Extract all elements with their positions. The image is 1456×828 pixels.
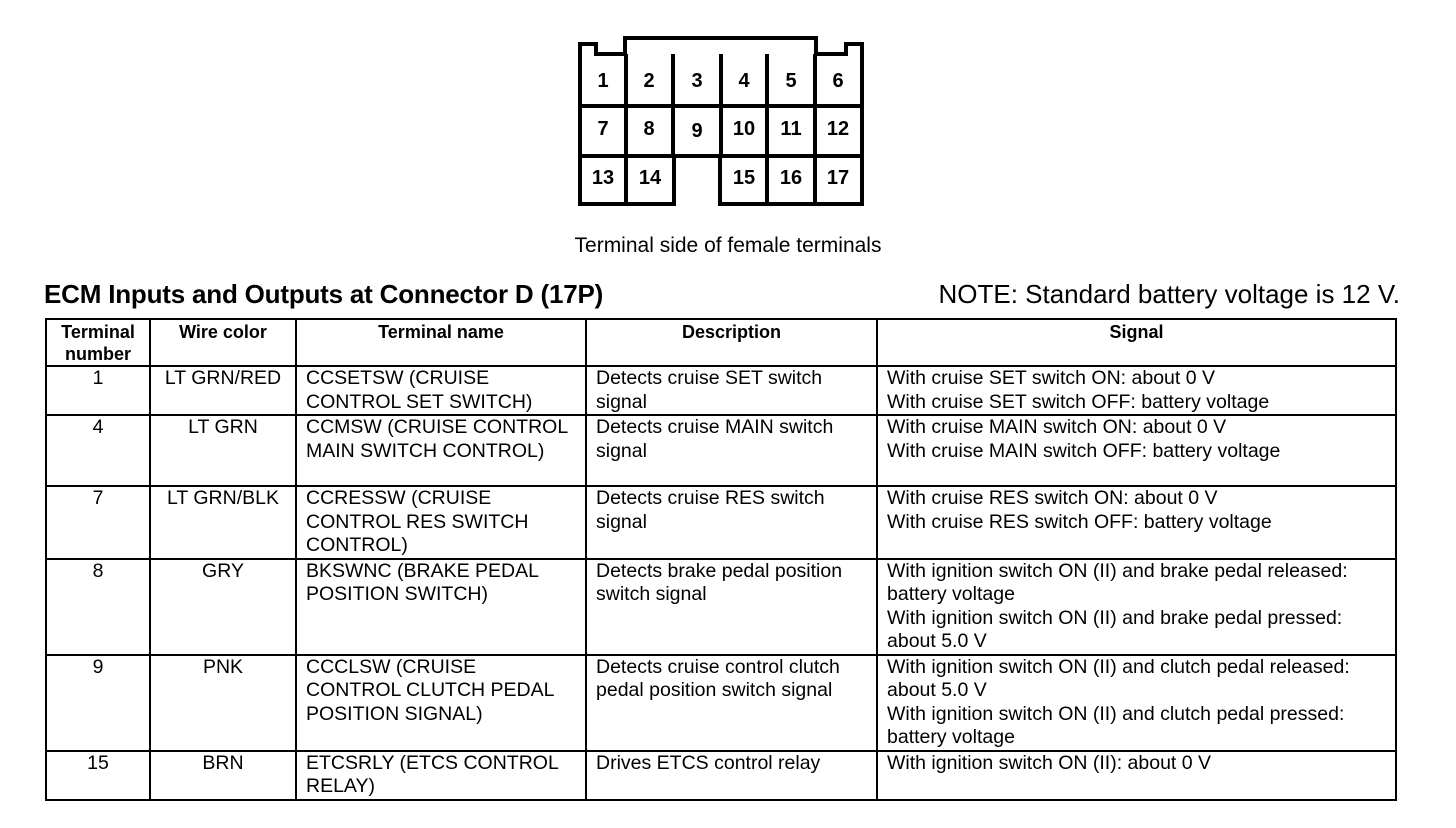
signal-line: With cruise SET switch ON: about 0 V (887, 367, 1216, 389)
signal-line: With ignition switch ON (II) and clutch … (887, 655, 1350, 702)
cell-terminal: 9 (45, 653, 151, 752)
cell-signal: With cruise MAIN switch ON: about 0 V Wi… (876, 414, 1397, 487)
signal-line: With cruise RES switch OFF: battery volt… (887, 510, 1272, 533)
pin-4: 4 (738, 69, 750, 92)
cell-description: Detects cruise control clutch pedal posi… (585, 653, 878, 752)
connector-caption: Terminal side of female terminals (574, 234, 882, 257)
table-header-row: Terminal number Wire color Terminal name… (45, 318, 1397, 367)
table-row: 4 LT GRN CCMSW (CRUISE CONTROL MAIN SWIT… (45, 414, 1397, 487)
pin-6: 6 (832, 69, 844, 92)
cell-description: Detects brake pedal position switch sign… (585, 557, 878, 656)
pin-9: 9 (691, 119, 703, 142)
pin-14: 14 (638, 166, 662, 189)
pin-10: 10 (732, 117, 756, 140)
cell-description: Detects cruise RES switch signal (585, 485, 878, 560)
cell-terminal-name: CCRESSW (CRUISE CONTROL RES SWITCH CONTR… (295, 485, 587, 560)
header-wire-color: Wire color (149, 318, 297, 367)
connector-diagram: 1 2 3 4 5 6 7 8 9 10 11 12 13 14 15 16 1… (578, 36, 868, 208)
cell-signal: With ignition switch ON (II) and clutch … (876, 653, 1397, 752)
pin-12: 12 (826, 117, 850, 140)
signal-line: With cruise MAIN switch OFF: battery vol… (887, 439, 1281, 462)
signal-line: With cruise MAIN switch ON: about 0 V (887, 416, 1227, 438)
cell-signal: With ignition switch ON (II) and brake p… (876, 557, 1397, 656)
pin-1: 1 (597, 69, 609, 92)
cell-wire-color: BRN (149, 749, 297, 801)
header-description: Description (585, 318, 878, 367)
page-title: ECM Inputs and Outputs at Connector D (1… (44, 279, 604, 309)
signal-line: With ignition switch ON (II) and clutch … (887, 702, 1345, 749)
pin-17: 17 (826, 166, 850, 189)
cell-terminal: 15 (45, 749, 151, 801)
table-row: 8 GRY BKSWNC (BRAKE PEDAL POSITION SWITC… (45, 557, 1397, 656)
table-row: 9 PNK CCCLSW (CRUISE CONTROL CLUTCH PEDA… (45, 653, 1397, 752)
pin-7: 7 (597, 117, 609, 140)
cell-terminal: 8 (45, 557, 151, 656)
cell-description: Detects cruise SET switch signal (585, 365, 878, 416)
signal-line: With cruise RES switch ON: about 0 V (887, 487, 1218, 509)
cell-signal: With cruise RES switch ON: about 0 V Wit… (876, 485, 1397, 560)
cell-terminal-name: ETCSRLY (ETCS CONTROL RELAY) (295, 749, 587, 801)
pin-3: 3 (691, 69, 703, 92)
cell-wire-color: LT GRN/BLK (149, 485, 297, 560)
cell-terminal-name: BKSWNC (BRAKE PEDAL POSITION SWITCH) (295, 557, 587, 656)
ecm-io-table: Terminal number Wire color Terminal name… (45, 318, 1397, 801)
pin-16: 16 (779, 166, 803, 189)
table-row: 1 LT GRN/RED CCSETSW (CRUISE CONTROL SET… (45, 365, 1397, 416)
cell-terminal: 4 (45, 414, 151, 487)
signal-line: With cruise SET switch OFF: battery volt… (887, 390, 1270, 413)
header-terminal-number: Terminal number (45, 318, 151, 367)
table-row: 15 BRN ETCSRLY (ETCS CONTROL RELAY) Driv… (45, 749, 1397, 801)
pin-13: 13 (591, 166, 615, 189)
signal-line: With ignition switch ON (II): about 0 V (887, 751, 1212, 774)
pin-5: 5 (785, 69, 797, 92)
pin-15: 15 (732, 166, 756, 189)
cell-terminal: 1 (45, 365, 151, 416)
cell-wire-color: GRY (149, 557, 297, 656)
cell-terminal-name: CCMSW (CRUISE CONTROL MAIN SWITCH CONTRO… (295, 414, 587, 487)
cell-signal: With cruise SET switch ON: about 0 V Wit… (876, 365, 1397, 416)
cell-signal: With ignition switch ON (II): about 0 V (876, 749, 1397, 801)
pin-2: 2 (643, 69, 655, 92)
signal-line: With ignition switch ON (II) and brake p… (887, 559, 1348, 606)
cell-wire-color: PNK (149, 653, 297, 752)
cell-terminal: 7 (45, 485, 151, 560)
cell-description: Drives ETCS control relay (585, 749, 878, 801)
cell-wire-color: LT GRN/RED (149, 365, 297, 416)
voltage-note: NOTE: Standard battery voltage is 12 V. (938, 279, 1400, 309)
connector-outline (578, 36, 864, 206)
signal-line: With ignition switch ON (II) and brake p… (887, 606, 1343, 653)
header-terminal-name: Terminal name (295, 318, 587, 367)
cell-terminal-name: CCCLSW (CRUISE CONTROL CLUTCH PEDAL POSI… (295, 653, 587, 752)
table-row: 7 LT GRN/BLK CCRESSW (CRUISE CONTROL RES… (45, 485, 1397, 560)
pin-8: 8 (643, 117, 655, 140)
cell-description: Detects cruise MAIN switch signal (585, 414, 878, 487)
cell-terminal-name: CCSETSW (CRUISE CONTROL SET SWITCH) (295, 365, 587, 416)
cell-wire-color: LT GRN (149, 414, 297, 487)
pin-11: 11 (780, 117, 802, 140)
header-signal: Signal (876, 318, 1397, 367)
